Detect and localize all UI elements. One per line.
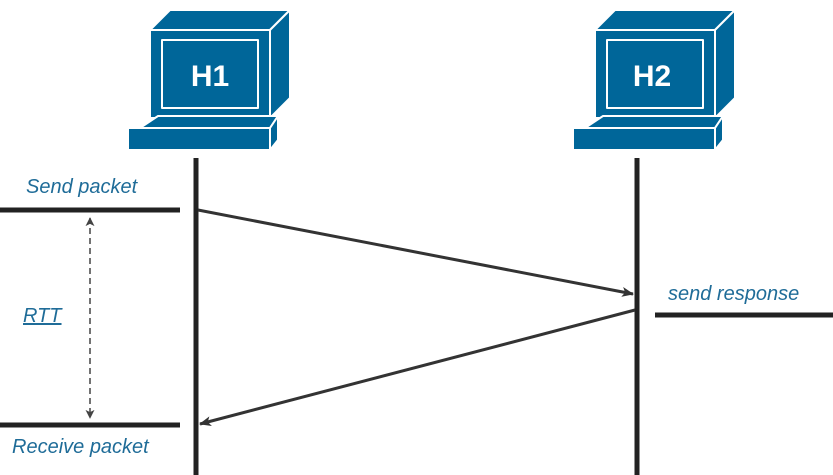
computer-terminal-icon: [127, 9, 291, 151]
computer-terminal-icon: [572, 9, 736, 151]
send-packet-label: Send packet: [26, 176, 139, 198]
send-response-label: send response: [668, 283, 799, 305]
host-h2: H2: [572, 9, 736, 151]
host-h1-label: H1: [191, 60, 229, 93]
packet-arrow: [197, 208, 634, 297]
receive-packet-label: Receive packet: [12, 436, 150, 458]
host-h1: H1: [127, 9, 291, 151]
host-h2-label: H2: [633, 60, 671, 93]
response-arrow: [199, 308, 636, 427]
rtt-label: RTT: [23, 305, 63, 327]
